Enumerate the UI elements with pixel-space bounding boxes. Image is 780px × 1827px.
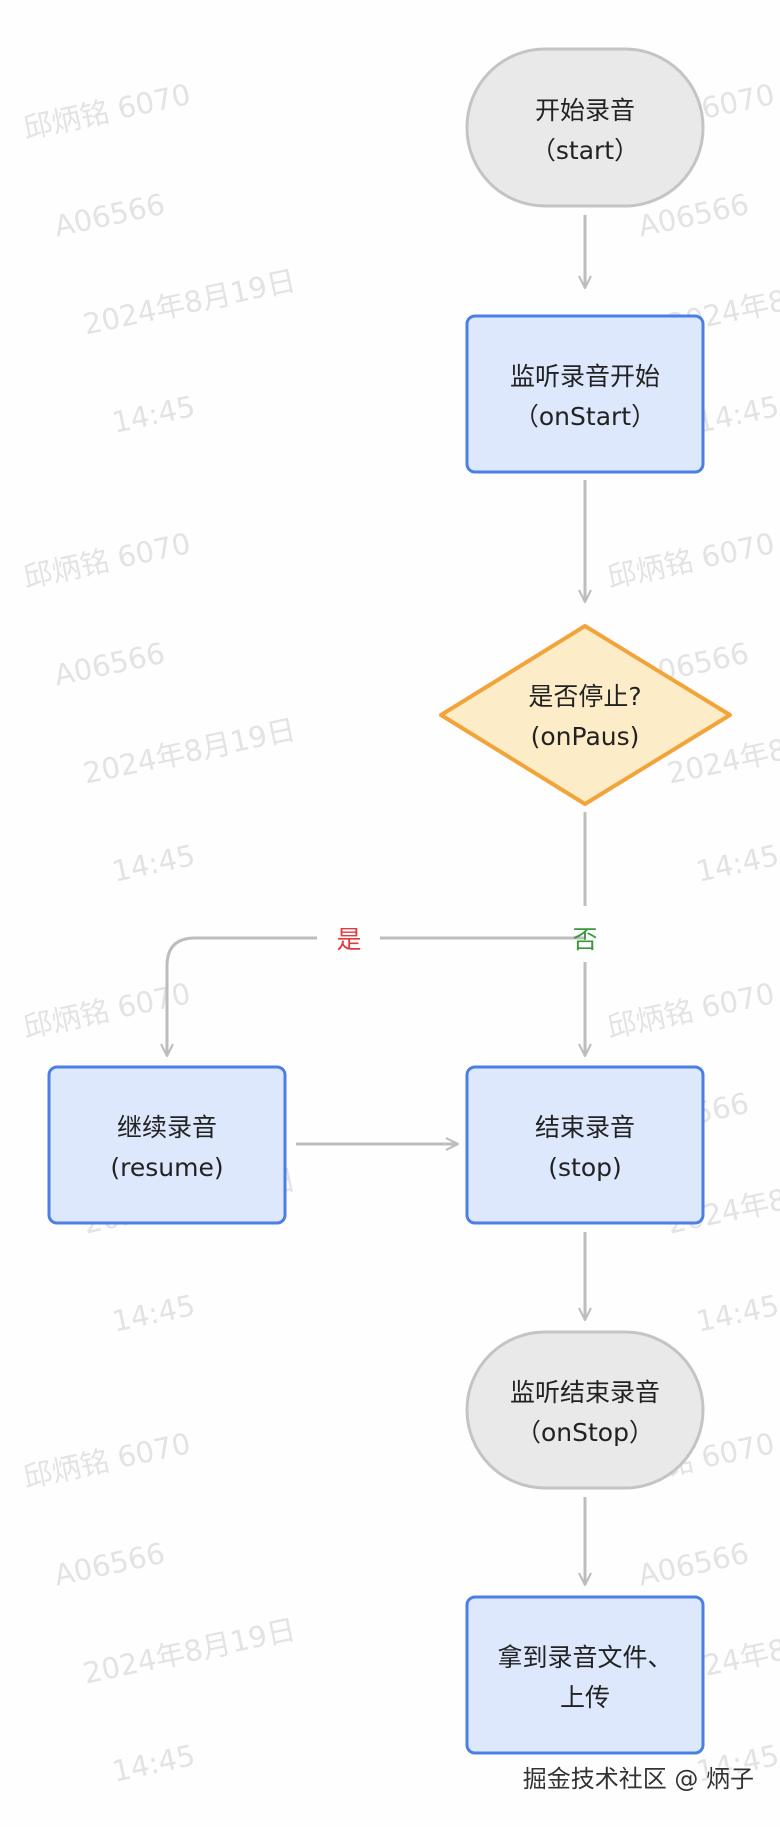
node-onstop-shape <box>465 1330 705 1490</box>
node-resume-shape <box>47 1065 287 1225</box>
node-decision: 是否停止? (onPaus) <box>439 624 732 806</box>
node-onstart-label: 监听录音开始 <box>510 362 660 391</box>
node-start-shape <box>465 47 705 208</box>
node-stop-sublabel: (stop) <box>548 1153 622 1182</box>
node-start-sublabel: （start） <box>531 136 639 165</box>
node-start: 开始录音 （start） <box>465 47 705 208</box>
node-resume-sublabel: (resume) <box>110 1153 223 1182</box>
edge-yes-to-resume <box>160 936 317 1058</box>
node-onstart: 监听录音开始 （onStart） <box>465 314 705 474</box>
node-onstop-sublabel: （onStop） <box>516 1418 654 1447</box>
node-upload-label: 拿到录音文件、 <box>497 1643 672 1672</box>
node-decision-shape <box>439 624 732 806</box>
node-resume: 继续录音 (resume) <box>47 1065 287 1225</box>
footer-attribution: 掘金技术社区 @ 炳子 <box>522 1765 754 1793</box>
node-resume-label: 继续录音 <box>117 1113 217 1142</box>
node-start-label: 开始录音 <box>535 96 635 125</box>
node-upload: 拿到录音文件、 上传 <box>465 1595 705 1755</box>
node-onstart-shape <box>465 314 705 474</box>
node-onstop: 监听结束录音 （onStop） <box>465 1330 705 1490</box>
node-decision-label: 是否停止? <box>528 682 641 711</box>
node-stop-label: 结束录音 <box>535 1113 635 1142</box>
node-onstart-sublabel: （onStart） <box>514 402 656 431</box>
no-label: 否 <box>572 925 597 954</box>
yes-label: 是 <box>336 925 361 954</box>
edges <box>160 215 592 1587</box>
node-stop: 结束录音 (stop) <box>465 1065 705 1225</box>
node-upload-shape <box>465 1595 705 1755</box>
node-stop-shape <box>465 1065 705 1225</box>
node-decision-sublabel: (onPaus) <box>531 722 640 751</box>
node-upload-sublabel: 上传 <box>560 1683 610 1712</box>
node-onstop-label: 监听结束录音 <box>510 1378 660 1407</box>
